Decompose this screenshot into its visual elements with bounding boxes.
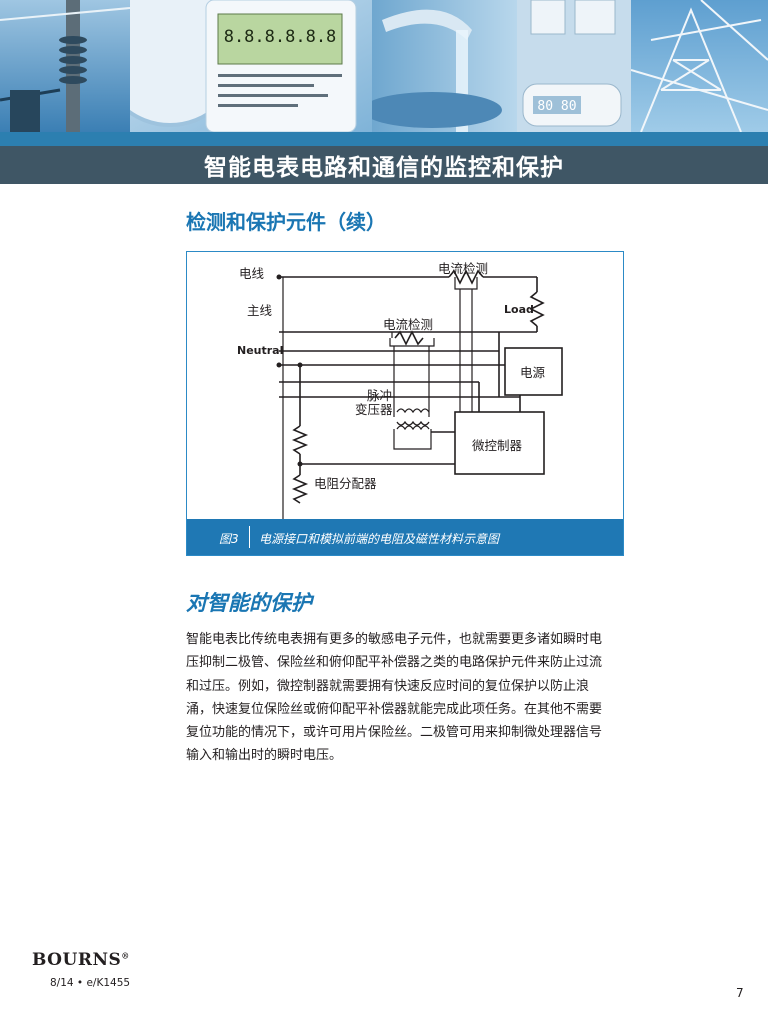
circuit-figure: 电线 主线 Neutral 电流检测 电流检测 Load 电源 脉冲 变压器 微…	[186, 251, 624, 556]
label-current-sense-mid: 电流检测	[383, 317, 434, 332]
title-bar: 智能电表电路和通信的监控和保护	[0, 132, 768, 184]
body-paragraph: 智能电表比传统电表拥有更多的敏感电子元件，也就需要更多诸如瞬时电 压抑制二极管、…	[186, 628, 612, 768]
label-transformer: 变压器	[355, 402, 393, 417]
paragraph-line: 智能电表比传统电表拥有更多的敏感电子元件，也就需要更多诸如瞬时电	[186, 632, 603, 647]
label-live: 电线	[239, 266, 265, 281]
bourns-logo: BOURNS®	[32, 950, 130, 970]
meter-digits: 8.8.8.8.8.8	[224, 27, 337, 47]
label-current-sense-top: 电流检测	[438, 261, 489, 276]
label-power-supply: 电源	[520, 365, 546, 380]
section-heading: 检测和保护元件（续）	[186, 210, 386, 234]
paragraph-line: 压抑制二极管、保险丝和俯仰配平补偿器之类的电路保护元件来防止过流	[186, 655, 603, 671]
smart-meter-photo: 8.8.8.8.8.8	[130, 0, 372, 132]
figure-caption: 电源接口和模拟前端的电阻及磁性材料示意图	[259, 532, 500, 546]
paragraph-line: 复位功能的情况下，或许可用片保险丝。二极管可用来抑制微处理器信号	[186, 725, 603, 741]
paragraph-line: 和过压。例如，微控制器就需要拥有快速反应时间的复位保护以防止浪	[186, 678, 590, 694]
page-title: 智能电表电路和通信的监控和保护	[204, 155, 564, 181]
power-line-photo	[0, 0, 130, 132]
paragraph-line: 输入和输出时的瞬时电压。	[186, 748, 343, 764]
circuit-diagram	[276, 269, 563, 522]
caption-divider	[249, 526, 250, 548]
paragraph-line: 涌，快速复位保险丝或俯仰配平补偿器就能完成此项任务。在其他不需要	[186, 701, 603, 717]
label-main: 主线	[247, 303, 273, 318]
registered-mark: ®	[121, 950, 130, 961]
header-photo-banner: 8.8.8.8.8.8 80 80	[0, 0, 768, 132]
page-number: 7	[736, 986, 744, 1000]
label-microcontroller: 微控制器	[472, 438, 523, 453]
label-neutral: Neutral	[237, 344, 284, 357]
label-resistor-divider: 电阻分配器	[314, 476, 377, 491]
svg-text:80 80: 80 80	[537, 99, 576, 114]
label-load: Load	[504, 303, 534, 316]
logo-text: BOURNS	[32, 950, 122, 970]
figure-number: 图3	[219, 532, 239, 546]
document-id: 8/14 • e/K1455	[50, 977, 131, 989]
figure-caption-bar: 图3 电源接口和模拟前端的电阻及磁性材料示意图	[187, 519, 623, 555]
label-pulse: 脉冲	[367, 388, 393, 403]
section-heading-protection: 对智能的保护	[186, 591, 312, 615]
water-faucet-photo	[372, 0, 517, 132]
title-bar-accent-stripe	[0, 132, 768, 146]
thermostat-photo: 80 80	[517, 0, 631, 132]
transmission-tower-photo	[631, 0, 768, 132]
